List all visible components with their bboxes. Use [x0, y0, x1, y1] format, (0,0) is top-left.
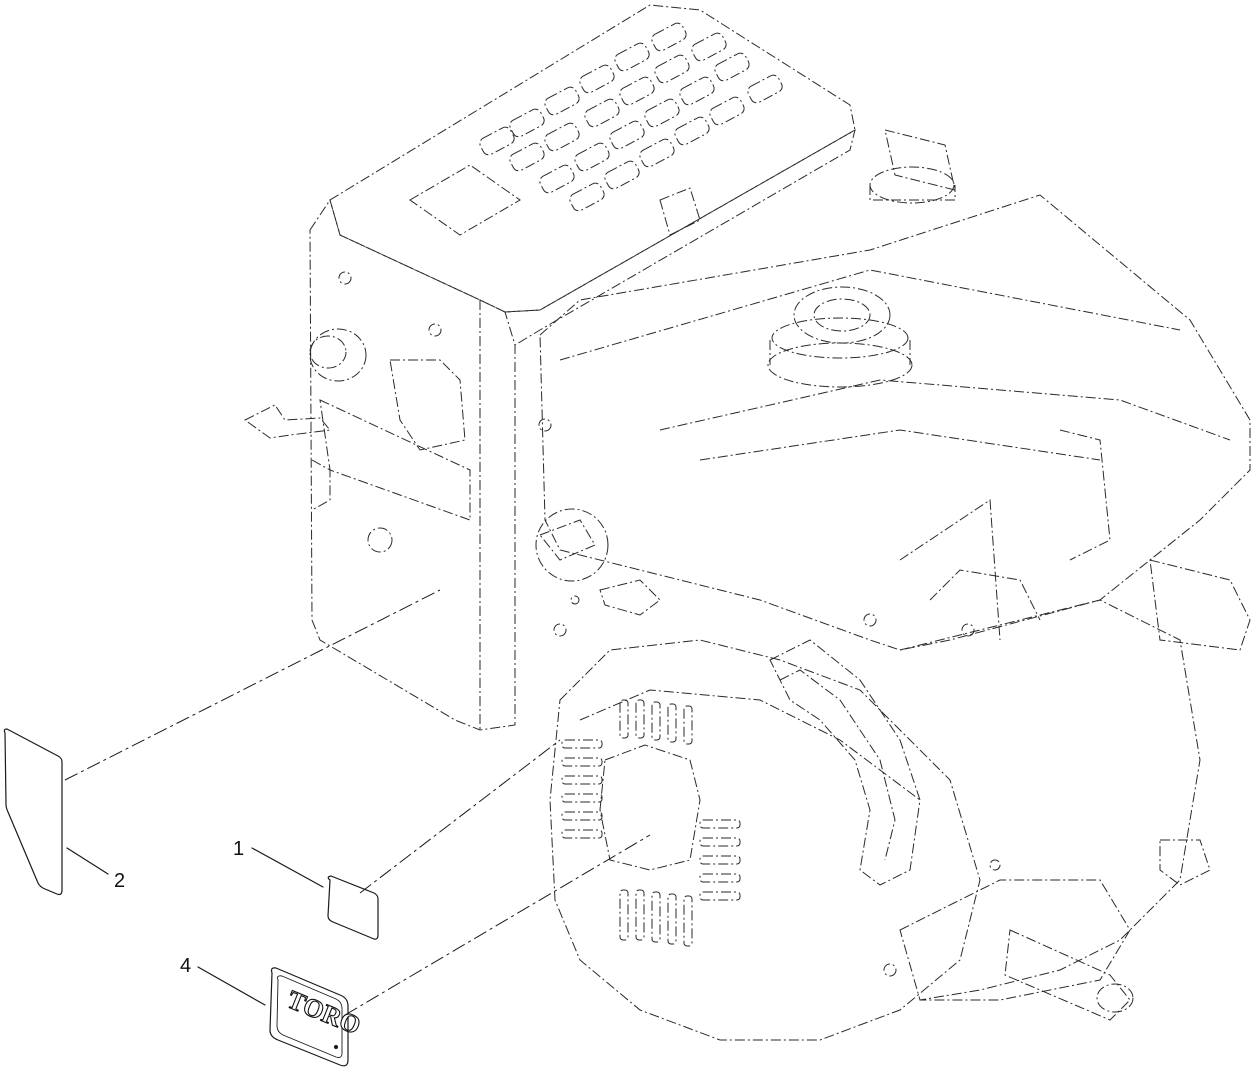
registered-mark	[334, 1045, 338, 1049]
recoil-handle	[769, 639, 921, 886]
callout-1-leader	[251, 847, 324, 888]
fuel-tank	[309, 4, 856, 731]
callout-1-number: 1	[233, 838, 244, 860]
projection-line-1	[359, 739, 561, 894]
decal-2	[3, 728, 63, 896]
dipstick-cap	[869, 129, 956, 204]
decal-1	[327, 875, 379, 940]
callout-4-number: 4	[180, 955, 191, 977]
callout-1: 1	[233, 838, 324, 888]
engine-switch	[535, 508, 661, 616]
engine-cover	[539, 129, 1251, 651]
callout-2-leader	[66, 847, 109, 875]
oil-cap	[767, 286, 913, 388]
projection-lines	[64, 589, 651, 1016]
callout-4-leader	[197, 966, 266, 1006]
callout-4: 4	[180, 955, 266, 1006]
logo-text: TORO	[283, 985, 364, 1040]
projection-line-2	[64, 589, 441, 781]
crankcase	[538, 418, 1251, 1021]
engine-assembly	[244, 4, 1251, 1041]
callout-2-number: 2	[114, 870, 125, 892]
choke-lever	[244, 359, 471, 521]
projection-line-4	[344, 834, 651, 1016]
recoil-starter	[549, 639, 981, 1041]
decal-4-toro-logo: TORO	[269, 967, 365, 1067]
callout-2: 2	[66, 847, 125, 892]
